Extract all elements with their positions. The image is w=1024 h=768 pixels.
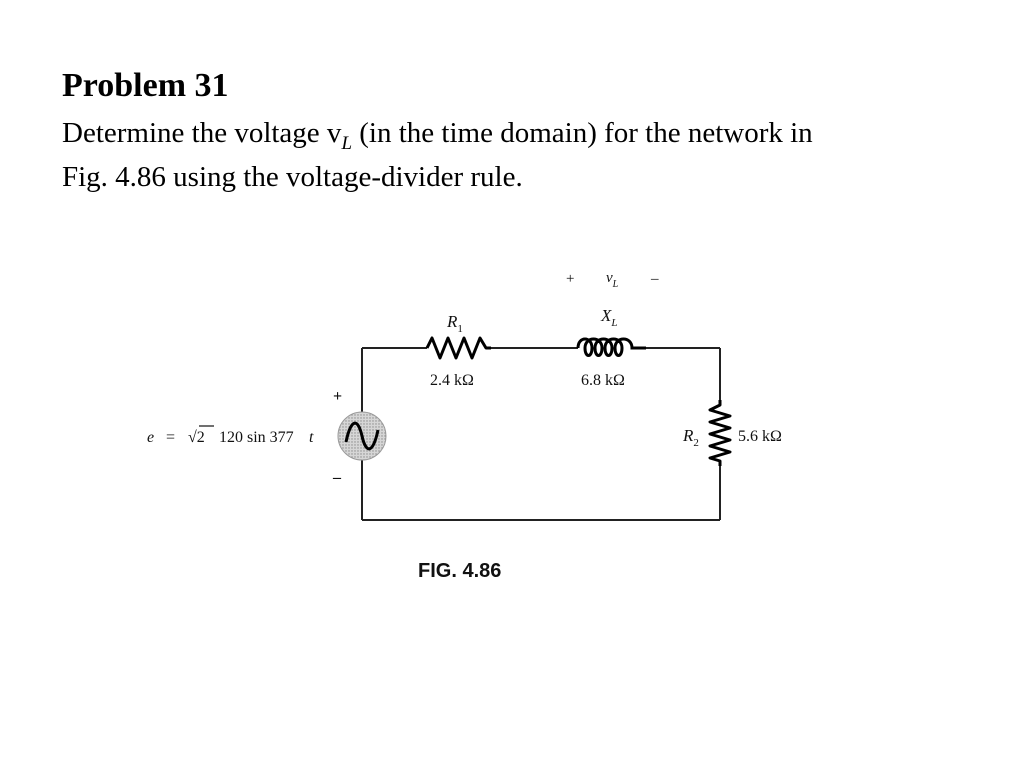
r2-subscript: 2 xyxy=(693,437,699,449)
sine-wave-icon xyxy=(344,421,380,451)
source-plus-label: + xyxy=(333,388,342,405)
vl-subscript: L xyxy=(341,133,353,154)
source-t-label: t xyxy=(309,429,314,446)
resistor-r2: R2 5.6 kΩ xyxy=(682,400,782,466)
problem-line-1-start: Determine the voltage v xyxy=(62,117,342,149)
svg-text:vL: vL xyxy=(606,270,619,290)
ac-source: + – xyxy=(332,388,387,486)
r1-value: 2.4 kΩ xyxy=(430,372,474,389)
inductor-xl: XL 6.8 kΩ xyxy=(576,306,646,389)
svg-text:R1: R1 xyxy=(446,312,463,335)
svg-text:XL: XL xyxy=(600,306,618,329)
source-sqrt-label: √2 xyxy=(188,429,205,446)
vl-name: v xyxy=(606,270,613,286)
source-minus-label: – xyxy=(332,469,342,486)
vl-minus: – xyxy=(650,271,659,287)
problem-line-1: Determine the voltage vL (in the time do… xyxy=(62,113,813,157)
source-expression-label: 120 sin 377 xyxy=(219,429,294,446)
svg-text:R2: R2 xyxy=(682,426,699,449)
xl-name: X xyxy=(600,306,612,325)
vl-sub: L xyxy=(612,279,619,290)
problem-statement: Determine the voltage vL (in the time do… xyxy=(62,113,813,197)
problem-line-2: Fig. 4.86 using the voltage-divider rule… xyxy=(62,161,523,193)
xl-subscript: L xyxy=(610,317,617,329)
r2-value: 5.6 kΩ xyxy=(738,428,782,445)
resistor-r1: R1 2.4 kΩ xyxy=(425,312,491,389)
circuit-wires xyxy=(361,347,721,521)
source-e-label: e xyxy=(147,429,154,446)
vl-label: + vL – xyxy=(566,270,659,290)
r2-name: R xyxy=(682,426,694,445)
r1-subscript: 1 xyxy=(457,323,463,335)
figure-caption: FIG. 4.86 xyxy=(418,560,501,582)
r1-name: R xyxy=(446,312,458,331)
source-equation: e = √2 120 sin 377 t xyxy=(147,425,314,446)
problem-line-1-end: (in the time domain) for the network in xyxy=(352,117,813,149)
vl-plus: + xyxy=(566,271,574,287)
source-equals-label: = xyxy=(166,429,175,446)
problem-title: Problem 31 xyxy=(62,67,229,104)
xl-value: 6.8 kΩ xyxy=(581,372,625,389)
